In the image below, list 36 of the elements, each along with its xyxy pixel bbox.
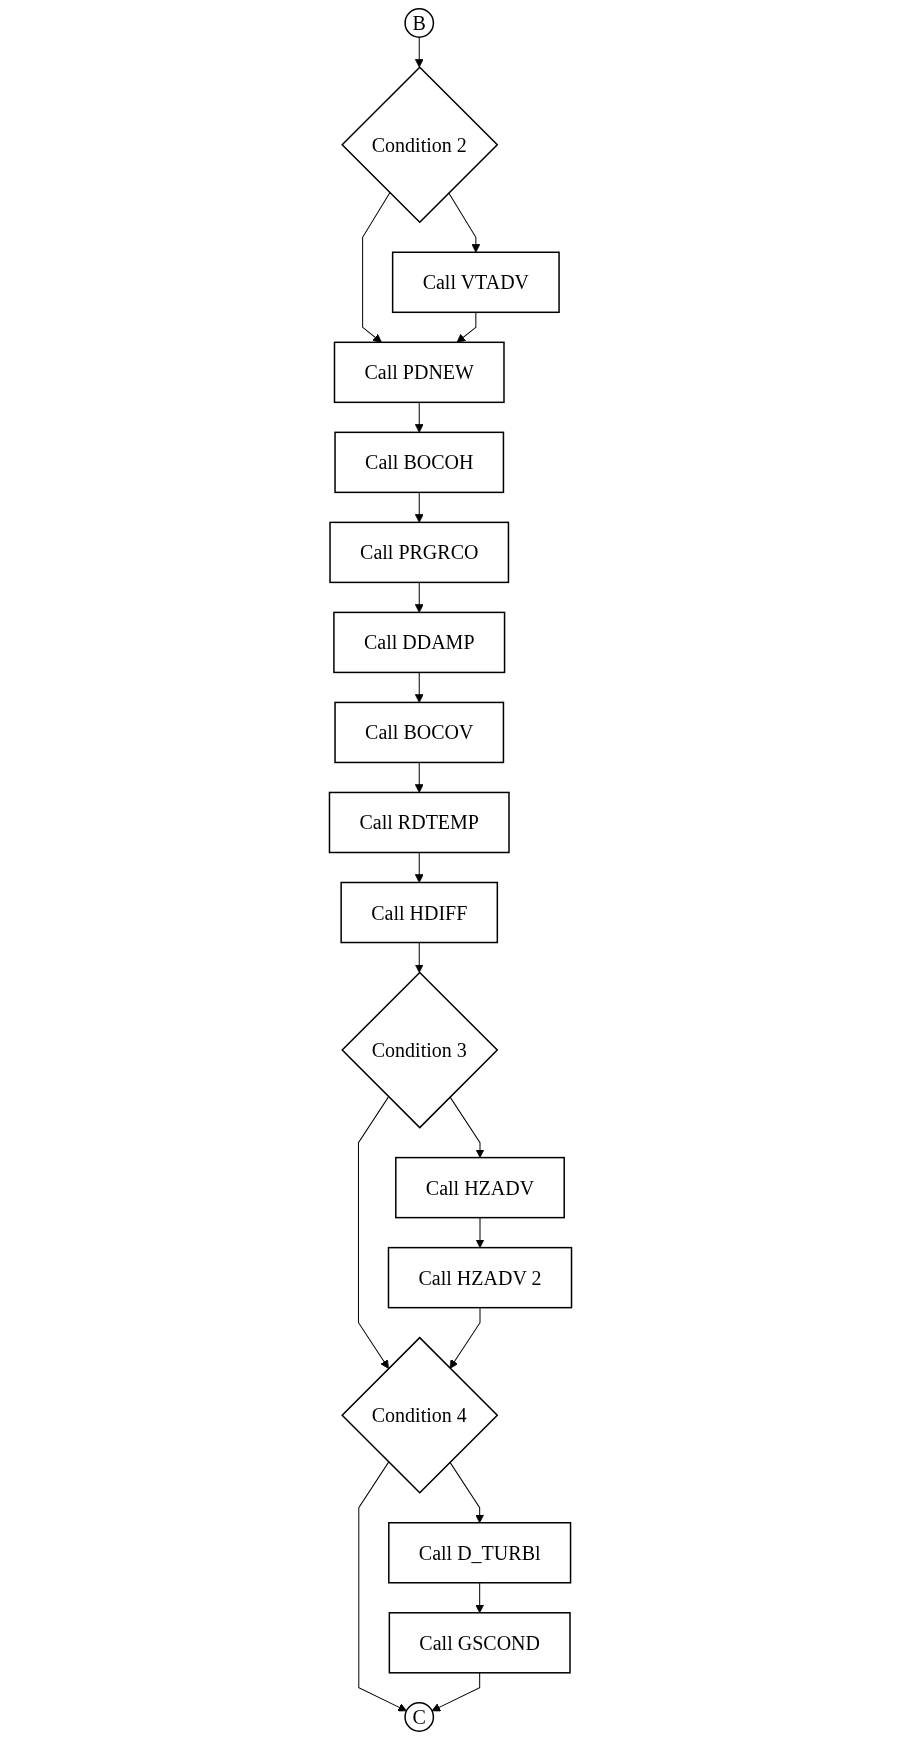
node-box: Call PDNEW [333,341,505,404]
node-box: Call D_TURBl [388,1522,572,1584]
arrow [414,36,424,68]
arrow [414,671,424,703]
arrow [448,192,481,253]
node-box: Call PRGRCO [329,521,510,584]
node-diamond: Condition 2 [341,66,499,224]
node-diamond: Condition 4 [341,1336,499,1494]
arrow [414,852,424,883]
node-box: Call HZADV [395,1156,565,1219]
node-circle: C [404,1702,435,1732]
node-box: Call RDTEMP [328,791,510,854]
arrow [358,1096,389,1369]
node-box: Call DDAMP [333,611,506,674]
arrow [475,1217,485,1249]
node-box: Call VTADV [391,251,560,314]
arrow [414,761,424,793]
arrow [414,401,424,433]
node-circle: B [404,8,435,38]
node-box: Call BOCOV [334,701,505,764]
node-box: Call GSCOND [388,1612,571,1674]
arrow [449,1461,485,1524]
node-box: Call BOCOH [334,431,505,494]
arrow [414,942,424,973]
node-box: Call HDIFF [340,881,499,944]
arrow [362,192,391,343]
arrow [414,581,424,613]
arrow [414,491,424,523]
node-box: Call HZADV 2 [387,1246,573,1309]
arrow [358,1461,407,1712]
arrow [449,1307,481,1369]
arrow [431,1672,481,1712]
arrow [475,1582,485,1614]
arrow [456,311,477,343]
arrow [449,1096,485,1158]
node-diamond: Condition 3 [341,971,499,1129]
